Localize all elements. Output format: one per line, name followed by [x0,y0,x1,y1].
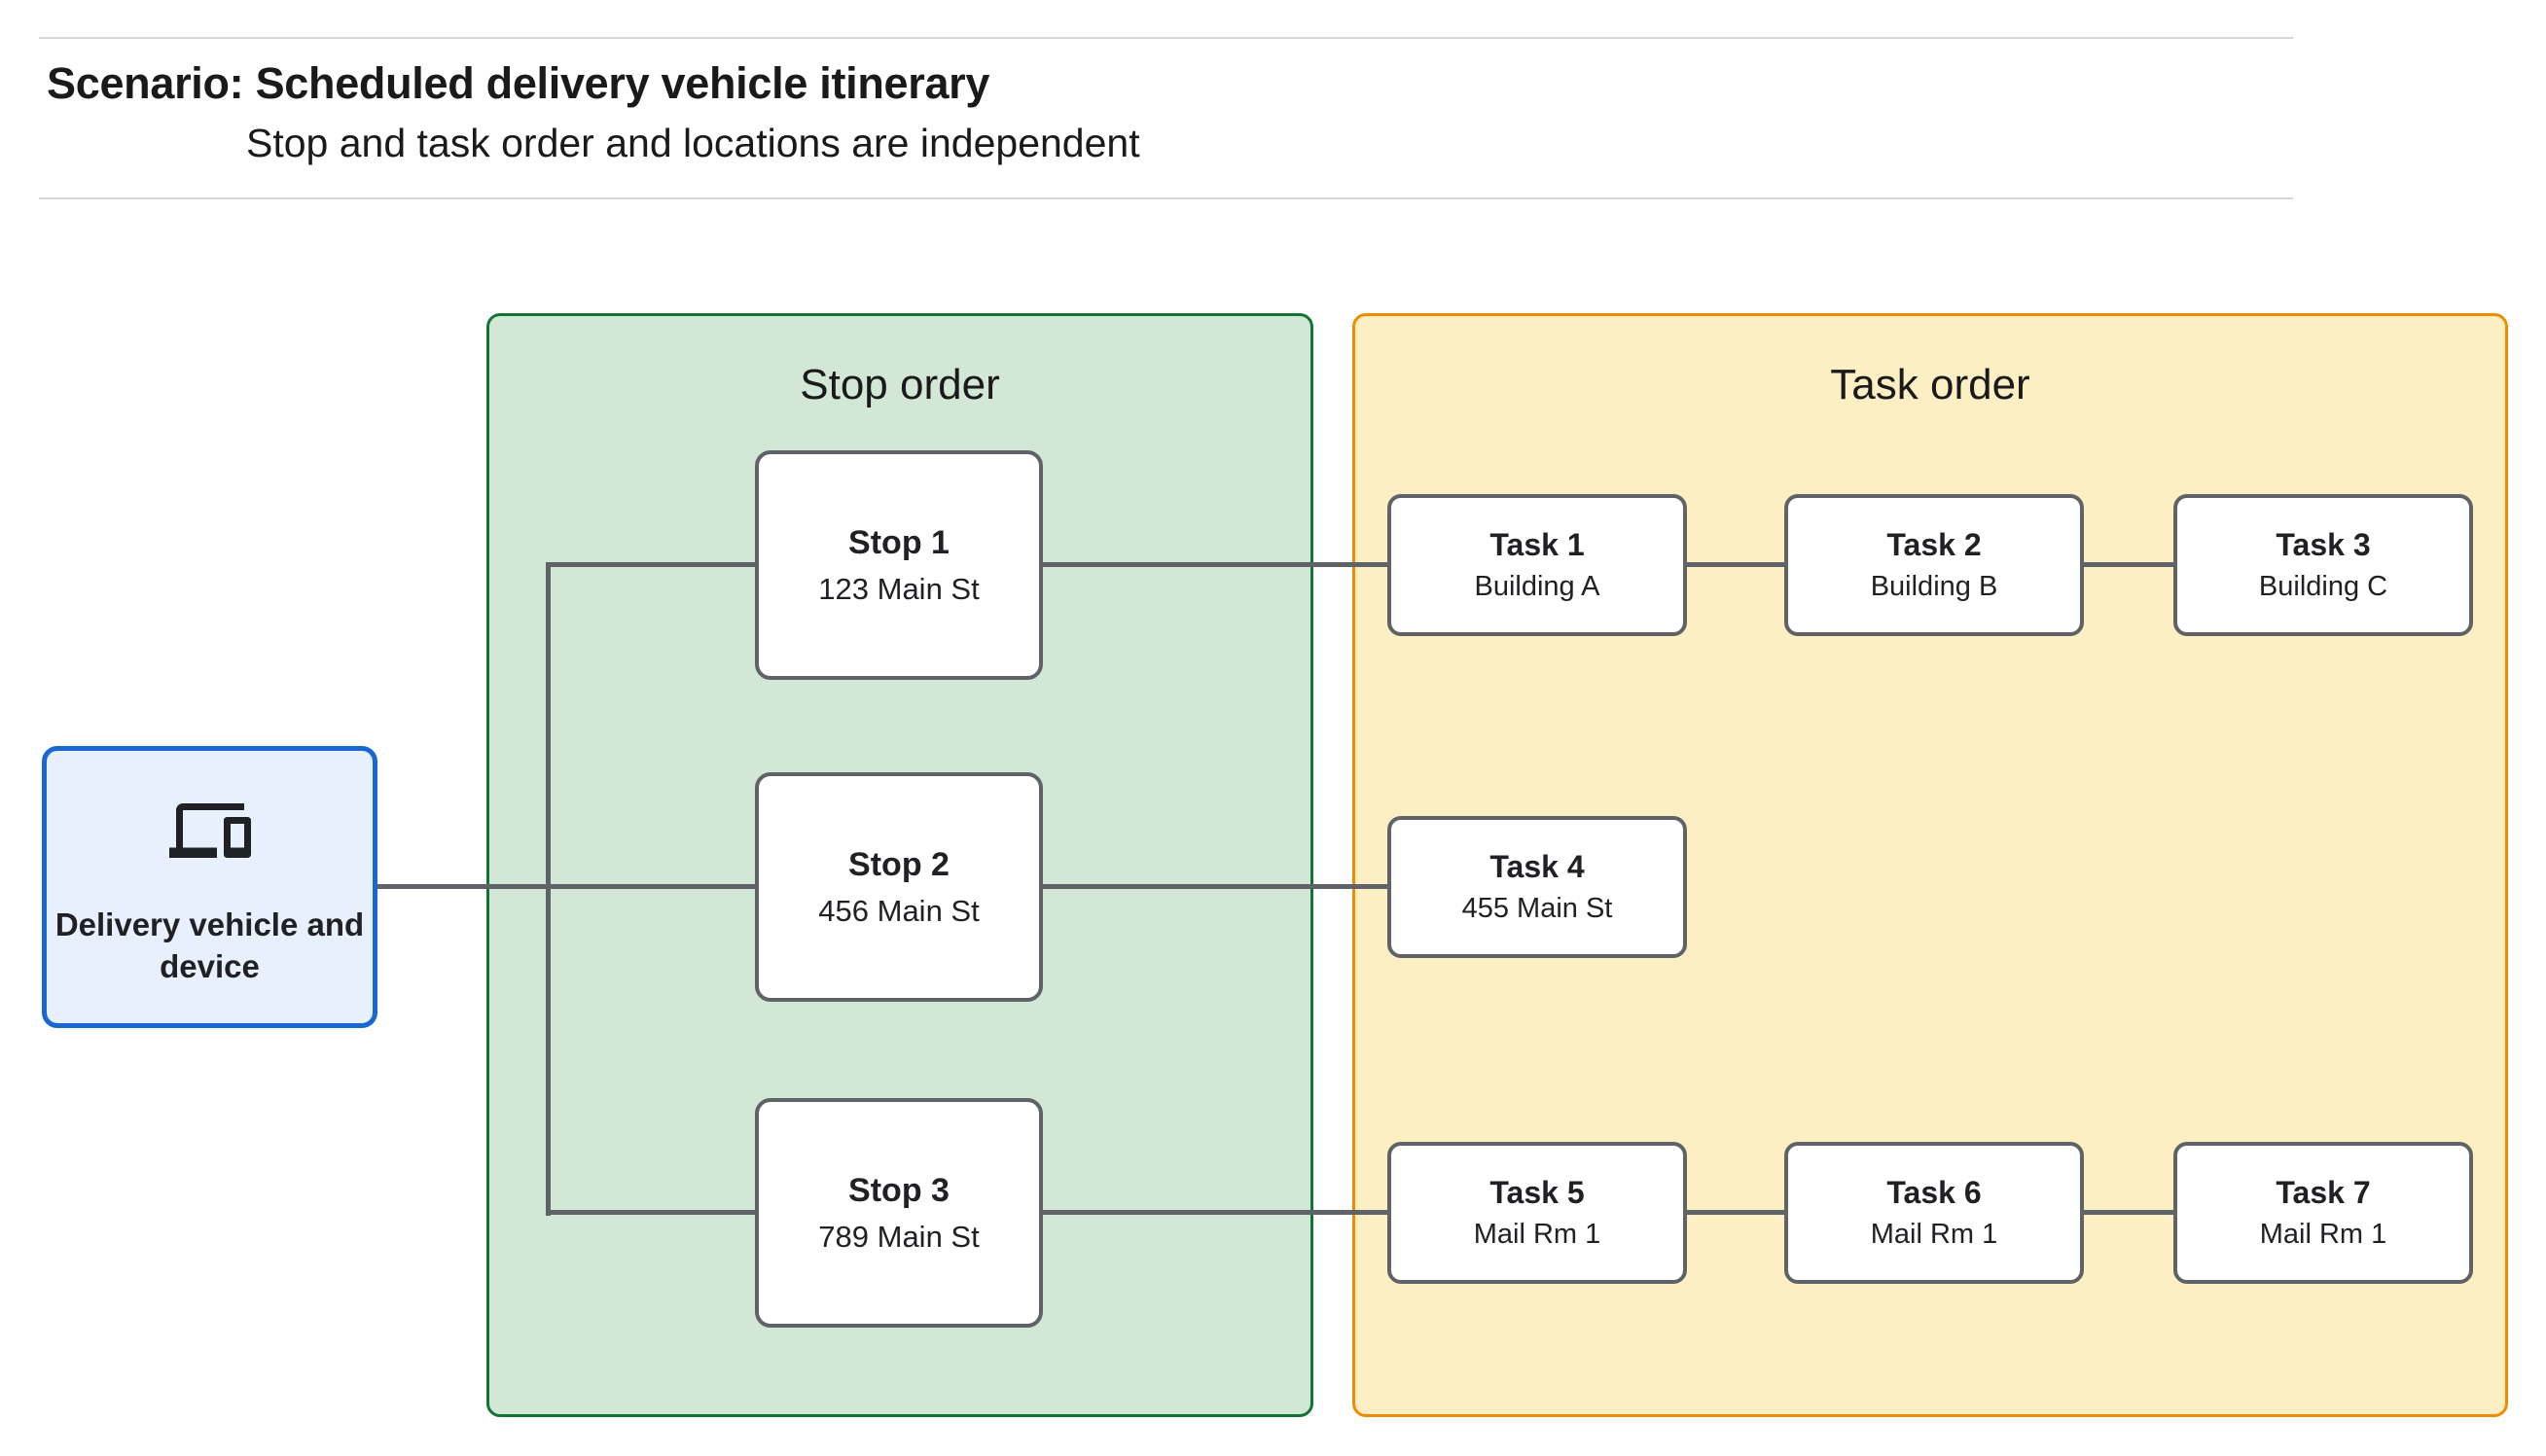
stop-1-node: Stop 1 123 Main St [755,450,1043,680]
delivery-vehicle-node: Delivery vehicle and device [42,746,377,1028]
header-bottom-rule [39,197,2293,199]
task-4-name: Task 4 [1489,849,1585,884]
stop-1-name: Stop 1 [848,523,950,561]
connector-stop3-to-task5 [1043,1210,1387,1215]
connector-trunk-to-stop1 [546,562,755,567]
task-5-node: Task 5 Mail Rm 1 [1387,1142,1687,1284]
task-6-node: Task 6 Mail Rm 1 [1784,1142,2084,1284]
stop-order-panel-title: Stop order [800,361,1000,408]
header-top-rule [39,37,2293,39]
task-2-node: Task 2 Building B [1784,494,2084,636]
connector-vehicle-to-trunk [377,884,551,889]
task-1-name: Task 1 [1489,527,1585,562]
task-order-panel-title: Task order [1830,361,2030,408]
task-2-name: Task 2 [1886,527,1982,562]
connector-trunk-vertical [546,562,551,1216]
delivery-vehicle-label: Delivery vehicle and device [54,906,365,985]
stop-1-location: 123 Main St [818,571,980,606]
connector-task6-to-task7 [2084,1210,2173,1215]
stop-2-node: Stop 2 456 Main St [755,772,1043,1002]
task-6-name: Task 6 [1886,1175,1982,1210]
task-2-location: Building B [1870,571,1998,602]
task-3-node: Task 3 Building C [2173,494,2473,636]
task-1-location: Building A [1474,571,1600,602]
task-7-name: Task 7 [2276,1175,2371,1210]
task-1-node: Task 1 Building A [1387,494,1687,636]
task-6-location: Mail Rm 1 [1870,1219,1998,1250]
connector-task1-to-task2 [1687,562,1784,567]
connector-task2-to-task3 [2084,562,2173,567]
stop-2-location: 456 Main St [818,893,980,928]
task-4-location: 455 Main St [1461,893,1613,924]
connector-stop2-to-task4 [1043,884,1387,889]
connector-trunk-to-stop2 [546,884,755,889]
task-5-location: Mail Rm 1 [1473,1219,1601,1250]
task-3-name: Task 3 [2276,527,2371,562]
page-title: Scenario: Scheduled delivery vehicle iti… [47,58,990,108]
task-7-node: Task 7 Mail Rm 1 [2173,1142,2473,1284]
connector-task5-to-task6 [1687,1210,1784,1215]
devices-icon [47,790,373,871]
task-5-name: Task 5 [1489,1175,1585,1210]
task-7-location: Mail Rm 1 [2259,1219,2387,1250]
connector-trunk-to-stop3 [546,1210,755,1215]
stop-3-node: Stop 3 789 Main St [755,1098,1043,1328]
connector-stop1-to-task1 [1043,562,1387,567]
stop-2-name: Stop 2 [848,845,950,883]
task-3-location: Building C [2258,571,2388,602]
stop-3-name: Stop 3 [848,1171,950,1209]
task-4-node: Task 4 455 Main St [1387,816,1687,958]
page-subtitle: Stop and task order and locations are in… [246,121,1140,165]
stop-3-location: 789 Main St [818,1219,980,1254]
